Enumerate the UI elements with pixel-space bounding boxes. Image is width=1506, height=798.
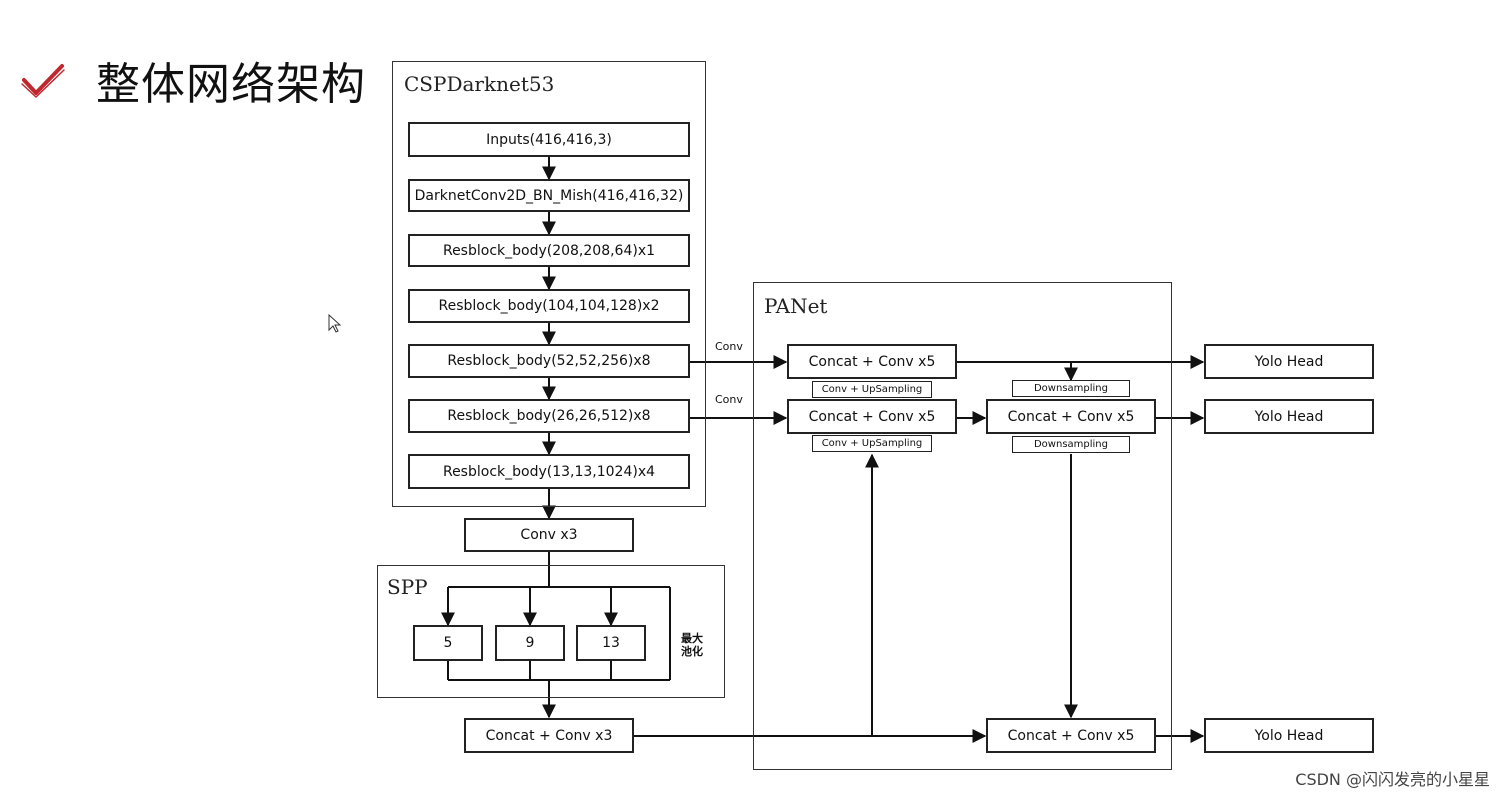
edge-label-conv-26: Conv — [715, 393, 743, 406]
node-panet-mid-left: Concat + Conv x5 — [787, 399, 957, 434]
node-panet-bottom-right: Concat + Conv x5 — [986, 718, 1156, 753]
node-pool-5: 5 — [413, 625, 483, 661]
spp-group-title: SPP — [387, 575, 428, 599]
spp-note: 最大池化 — [681, 632, 703, 658]
mouse-cursor-icon — [328, 313, 342, 338]
node-darknetconv: DarknetConv2D_BN_Mish(416,416,32) — [408, 179, 690, 212]
panet-group-title: PANet — [764, 294, 828, 318]
page-title: 整体网络架构 — [96, 59, 366, 110]
node-panet-top-left: Concat + Conv x5 — [787, 344, 957, 379]
node-concat-conv-x3: Concat + Conv x3 — [464, 718, 634, 753]
node-yolo-head-2: Yolo Head — [1204, 399, 1374, 434]
slide-header: 整体网络架构 — [20, 50, 366, 110]
tag-upsampling-top: Conv + UpSampling — [812, 381, 932, 398]
node-yolo-head-3: Yolo Head — [1204, 718, 1374, 753]
node-yolo-head-1: Yolo Head — [1204, 344, 1374, 379]
node-conv-x3: Conv x3 — [464, 518, 634, 552]
tag-downsampling-top: Downsampling — [1012, 380, 1130, 397]
panet-group — [753, 282, 1172, 770]
node-resblock-52: Resblock_body(52,52,256)x8 — [408, 344, 690, 378]
backbone-group — [392, 61, 706, 507]
node-resblock-13: Resblock_body(13,13,1024)x4 — [408, 454, 690, 489]
node-pool-13: 13 — [576, 625, 646, 661]
node-resblock-26: Resblock_body(26,26,512)x8 — [408, 399, 690, 433]
edge-label-conv-52: Conv — [715, 340, 743, 353]
node-resblock-104: Resblock_body(104,104,128)x2 — [408, 289, 690, 323]
backbone-group-title: CSPDarknet53 — [404, 72, 555, 96]
node-resblock-208: Resblock_body(208,208,64)x1 — [408, 234, 690, 267]
node-pool-9: 9 — [495, 625, 565, 661]
check-icon — [20, 60, 66, 100]
node-panet-mid-right: Concat + Conv x5 — [986, 399, 1156, 434]
spp-group — [377, 565, 725, 698]
tag-downsampling-bottom: Downsampling — [1012, 436, 1130, 453]
node-inputs: Inputs(416,416,3) — [408, 122, 690, 157]
watermark: CSDN @闪闪发亮的小星星 — [1295, 770, 1490, 789]
tag-upsampling-bottom: Conv + UpSampling — [812, 435, 932, 452]
